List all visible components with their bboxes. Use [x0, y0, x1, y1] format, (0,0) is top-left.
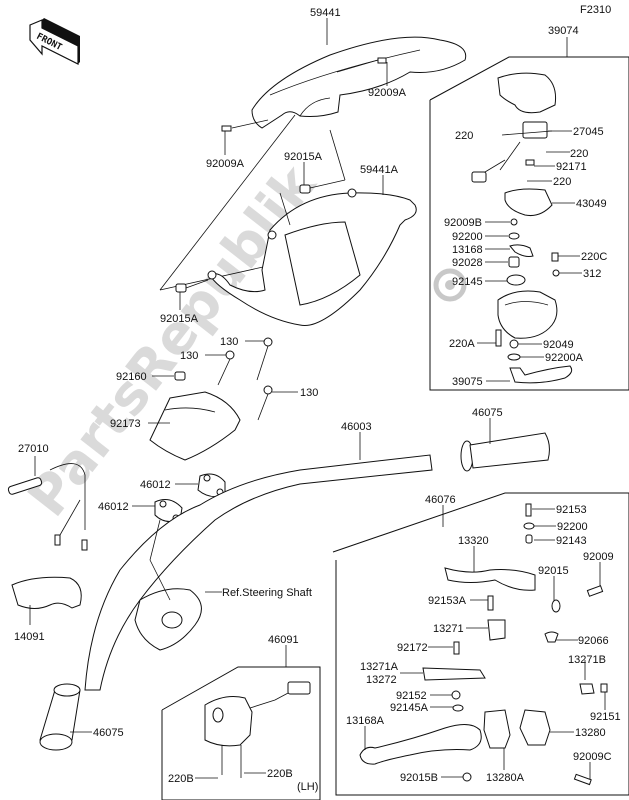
label-46003: 46003 [341, 421, 372, 433]
label-92143: 92143 [556, 535, 587, 547]
label-13168: 13168 [452, 244, 483, 256]
switch-27045 [471, 121, 548, 183]
label-13168A: 13168A [346, 715, 385, 727]
label-39075: 39075 [452, 376, 483, 388]
label-92200-b: 92200 [557, 521, 588, 533]
label-13271A: 13271A [360, 661, 399, 673]
label-92172: 92172 [397, 642, 428, 654]
label-13280A: 13280A [486, 772, 525, 784]
label-59441: 59441 [310, 7, 341, 19]
label-220A: 220A [449, 338, 475, 350]
label-13272: 13272 [366, 674, 397, 686]
label-13271B: 13271B [568, 654, 606, 666]
side-note-lh: (LH) [297, 781, 318, 793]
screw-92009A-top [336, 57, 388, 86]
label-220B-a: 220B [168, 773, 194, 785]
label-46075-left: 46075 [93, 727, 124, 739]
clamp-13280 [519, 709, 551, 746]
label-13271: 13271 [433, 623, 464, 635]
label-312: 312 [583, 268, 601, 280]
label-92151: 92151 [590, 711, 621, 723]
switch-27010 [7, 463, 88, 551]
bolts-130 [217, 337, 273, 421]
label-59441A: 59441A [360, 164, 399, 176]
label-92153A: 92153A [428, 595, 467, 607]
collar-92015A-left [175, 279, 209, 310]
steering-shaft-holder [134, 588, 202, 651]
handguard-59441 [251, 36, 467, 129]
label-46076: 46076 [425, 494, 456, 506]
throttle-lever-39075 [509, 365, 573, 384]
label-220B-b: 220B [267, 768, 293, 780]
label-92009A-left: 92009A [206, 158, 245, 170]
throttle-cover [497, 72, 556, 114]
handlebar-46003 [84, 454, 433, 691]
grip-46075-right [460, 432, 550, 472]
label-130-c: 130 [300, 387, 318, 399]
label-92028: 92028 [452, 257, 483, 269]
label-92015: 92015 [538, 565, 569, 577]
bracket-92173 [149, 391, 241, 461]
watermark-text: PartsRepublik [16, 153, 329, 528]
throttle-housing [497, 290, 558, 339]
label-92066: 92066 [578, 635, 609, 647]
plate-13271A [422, 667, 486, 681]
grip-46075-left [39, 683, 81, 751]
label-27010: 27010 [18, 443, 49, 455]
master-cylinder-13280A [483, 709, 511, 749]
lever-13168A [359, 724, 482, 765]
label-46012-b: 46012 [98, 501, 129, 513]
label-92049: 92049 [543, 339, 574, 351]
label-92015A-left: 92015A [160, 313, 199, 325]
lever-13320 [444, 567, 536, 591]
collar-92160 [174, 371, 186, 381]
label-92145A: 92145A [390, 702, 429, 714]
screw-92009A-left [221, 119, 269, 155]
label-92015B: 92015B [400, 772, 438, 784]
label-13320: 13320 [458, 535, 489, 547]
front-arrow-icon: FRONT [29, 18, 80, 65]
cover-43049 [504, 188, 553, 216]
label-92009A-top: 92009A [368, 87, 407, 99]
label-92009C: 92009C [573, 751, 612, 763]
label-92015A-top: 92015A [284, 151, 323, 163]
label-14091: 14091 [14, 631, 45, 643]
label-46012-a: 46012 [140, 479, 171, 491]
label-92171: 92171 [556, 161, 587, 173]
group-box-39074 [429, 56, 629, 391]
diagram-code: F2310 [580, 4, 611, 16]
collar-92015A-top [279, 129, 346, 226]
label-220C: 220C [581, 251, 607, 263]
label-92173: 92173 [110, 418, 141, 430]
label-92160: 92160 [116, 371, 147, 383]
label-92153: 92153 [556, 504, 587, 516]
label-92145: 92145 [452, 276, 483, 288]
label-46091: 46091 [268, 634, 299, 646]
label-92200: 92200 [452, 231, 483, 243]
label-92200A: 92200A [545, 352, 584, 364]
group-box-46091 [161, 666, 321, 800]
label-43049: 43049 [576, 198, 607, 210]
label-220-a: 220 [455, 130, 473, 142]
label-220-b: 220 [570, 148, 588, 160]
label-130-a: 130 [220, 336, 238, 348]
handguard-59441A [207, 188, 417, 327]
group-box-46076 [332, 492, 629, 796]
label-92009B: 92009B [444, 217, 482, 229]
label-130-b: 130 [180, 350, 198, 362]
label-92152: 92152 [396, 690, 427, 702]
label-46075-right: 46075 [472, 407, 503, 419]
label-13280: 13280 [575, 727, 606, 739]
label-39074: 39074 [548, 25, 579, 37]
switch-housing-46091 [204, 681, 311, 778]
watermark-gear-icon [433, 268, 467, 302]
lever-guard-14091 [11, 576, 82, 609]
label-27045: 27045 [573, 126, 604, 138]
label-92009: 92009 [583, 551, 614, 563]
ref-steering-shaft-note: Ref.Steering Shaft [222, 587, 312, 599]
label-220-c: 220 [553, 176, 571, 188]
